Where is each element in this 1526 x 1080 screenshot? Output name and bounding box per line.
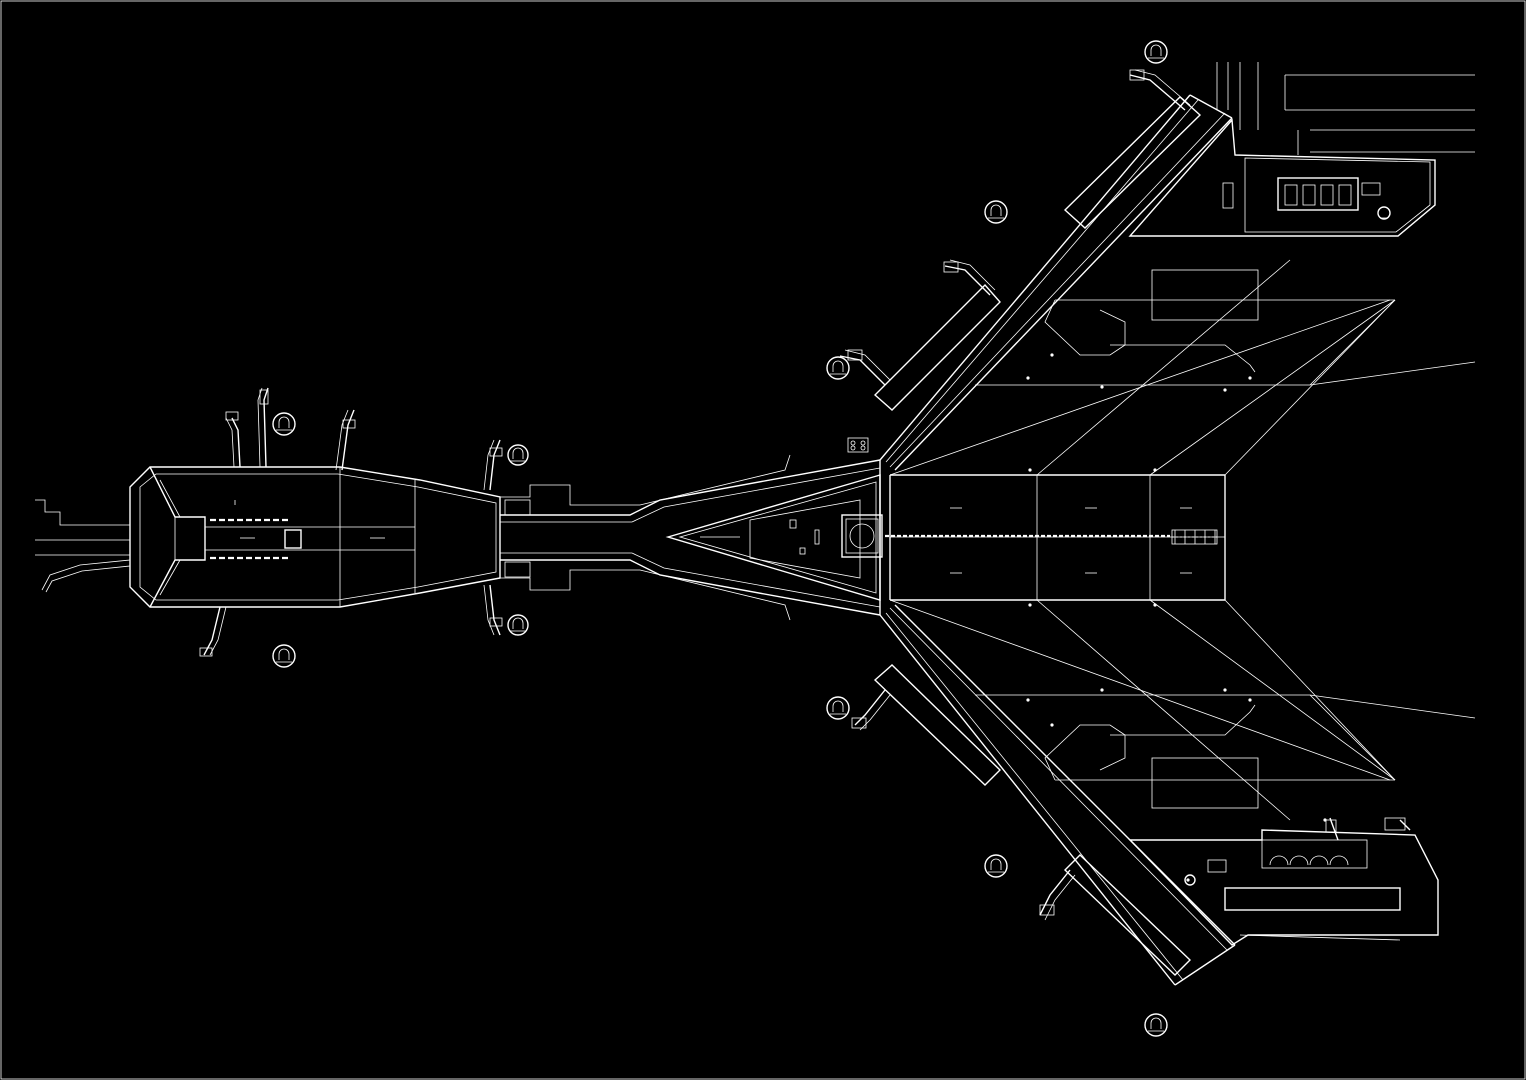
- jet-bridge-icon: [1129, 69, 1191, 111]
- aircraft-stands: [272, 40, 1391, 1037]
- aircraft-stand-icon: [826, 696, 850, 720]
- jet-bridge-icon: [225, 411, 241, 468]
- aircraft-stand-icon: [984, 200, 1008, 224]
- connector-corridor: [500, 454, 881, 621]
- west-landside-access: [35, 499, 131, 593]
- southeast-pier: [873, 599, 1476, 986]
- jet-bridge-icon: [199, 606, 227, 657]
- aircraft-stand-icon: [1144, 1013, 1168, 1037]
- column-dots: [1026, 353, 1327, 882]
- jet-bridge-icon: [483, 439, 503, 491]
- aircraft-stand-icon: [1144, 40, 1168, 64]
- jet-bridge-icon: [839, 349, 891, 386]
- jet-bridge-icon: [257, 387, 269, 468]
- northeast-pier: [873, 62, 1476, 476]
- aircraft-stand-icon: [507, 614, 529, 636]
- jet-bridges: [199, 69, 1411, 921]
- aircraft-stand-icon: [826, 356, 850, 380]
- jet-bridge-icon: [943, 259, 996, 296]
- west-terminal-building: [129, 466, 501, 608]
- aircraft-stand-icon: [1377, 206, 1391, 220]
- jet-bridge-icon: [1325, 817, 1339, 841]
- jet-bridge-icon: [851, 689, 891, 731]
- jet-bridge-icon: [847, 437, 869, 453]
- jet-bridge-icon: [1039, 869, 1076, 921]
- jet-bridge-icon: [1384, 817, 1411, 831]
- central-hub: [665, 474, 883, 601]
- aircraft-stand-icon: [272, 644, 296, 668]
- aircraft-stand-icon: [507, 444, 529, 466]
- main-airside-hall: [879, 460, 1226, 615]
- aircraft-stand-icon: [984, 854, 1008, 878]
- aircraft-stand-icon: [1184, 874, 1196, 886]
- jet-bridge-icon: [483, 584, 503, 636]
- aircraft-stand-icon: [272, 412, 296, 436]
- jet-bridge-icon: [335, 409, 356, 471]
